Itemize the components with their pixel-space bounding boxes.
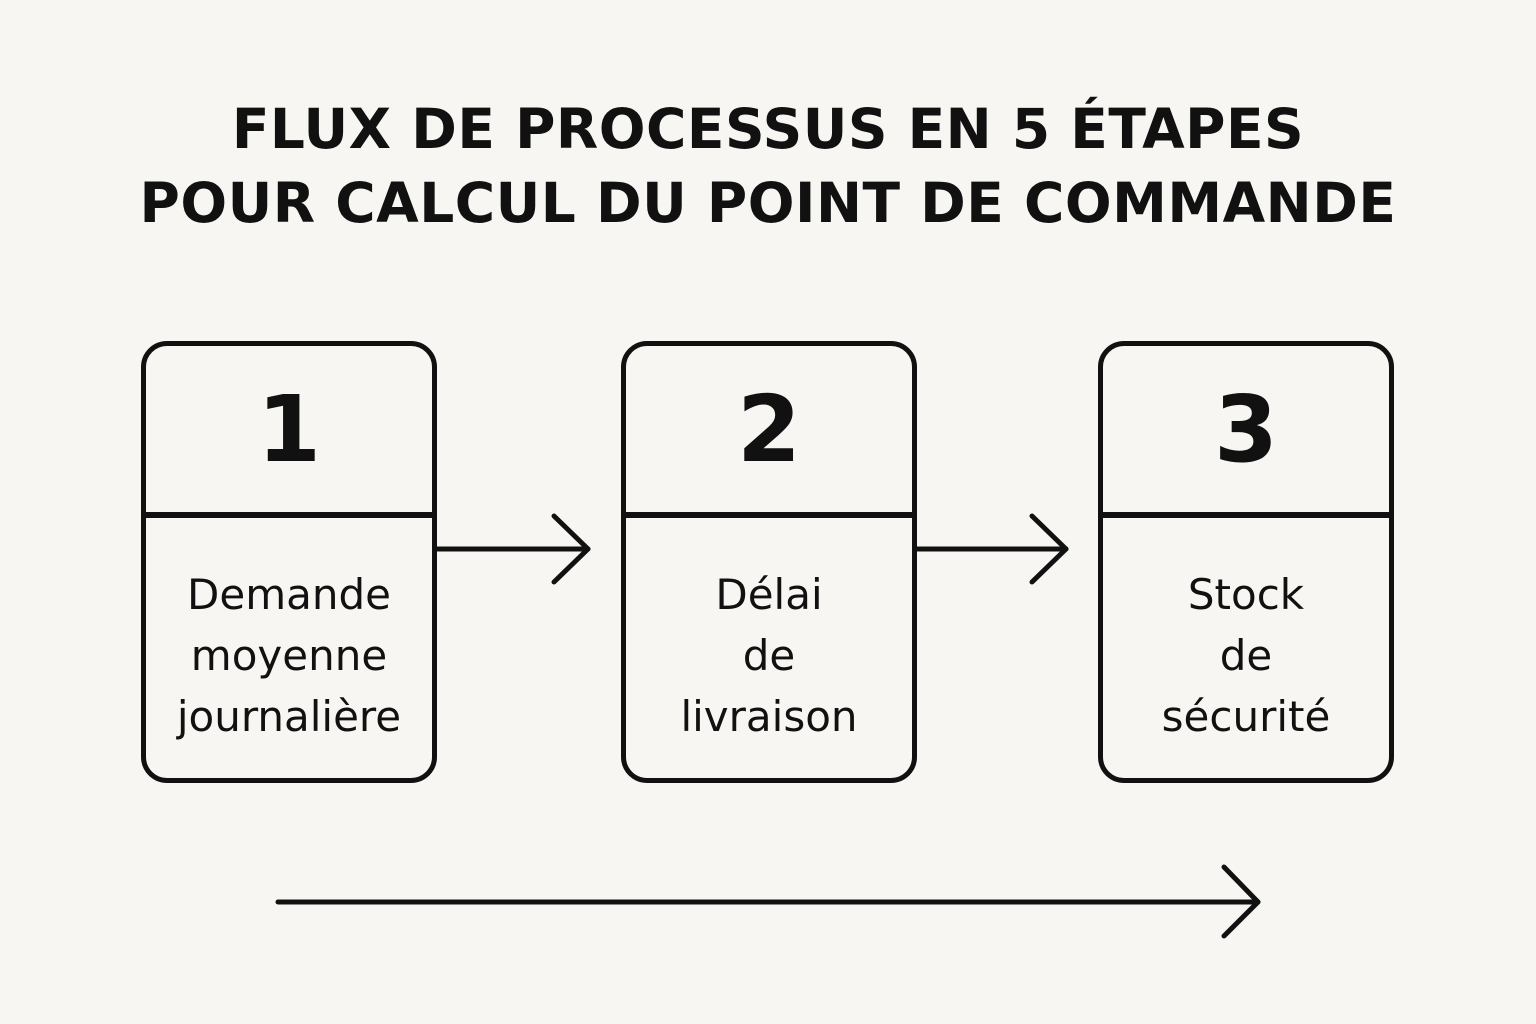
step-label-2-line-3: livraison — [680, 692, 858, 741]
step-label-3-line-1: Stock — [1187, 570, 1305, 619]
step-number-1: 1 — [146, 346, 432, 518]
arrow-step2-to-step3-icon — [913, 513, 1069, 585]
step-label-2-line-1: Délai — [715, 570, 823, 619]
step-label-1: Demande moyenne journalière — [146, 564, 432, 747]
title-line-1: FLUX DE PROCESSUS EN 5 ÉTAPES — [231, 97, 1305, 161]
step-label-3-line-2: de — [1219, 631, 1273, 680]
step-label-2-line-2: de — [742, 631, 796, 680]
step-label-1-line-3: journalière — [176, 692, 402, 741]
step-box-1: 1 Demande moyenne journalière — [141, 341, 437, 783]
step-label-2: Délai de livraison — [626, 564, 912, 747]
step-box-3: 3 Stock de sécurité — [1098, 341, 1394, 783]
step-label-3-line-3: sécurité — [1161, 692, 1331, 741]
step-label-1-line-2: moyenne — [190, 631, 388, 680]
title-line-2: POUR CALCUL DU POINT DE COMMANDE — [139, 171, 1397, 235]
process-flow-arrow-icon — [275, 864, 1261, 939]
step-box-2: 2 Délai de livraison — [621, 341, 917, 783]
diagram-title: FLUX DE PROCESSUS EN 5 ÉTAPES POUR CALCU… — [0, 92, 1536, 240]
arrow-step1-to-step2-icon — [434, 513, 591, 585]
step-label-1-line-1: Demande — [187, 570, 391, 619]
step-number-2: 2 — [626, 346, 912, 518]
step-label-3: Stock de sécurité — [1103, 564, 1389, 747]
step-number-3: 3 — [1103, 346, 1389, 518]
